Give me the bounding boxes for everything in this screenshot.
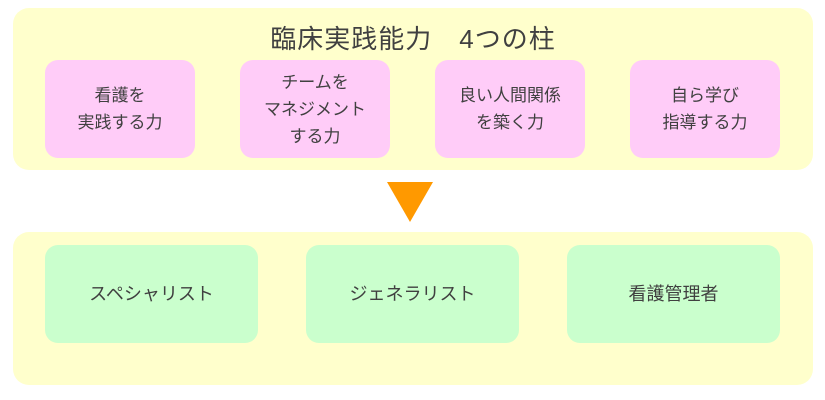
role-box-nurse-manager: 看護管理者	[567, 245, 780, 343]
role-label-generalist: ジェネラリスト	[349, 284, 476, 304]
pillar-row: 看護を 実践する力 チームを マネジメント する力 良い人間関係 を築く力 自ら…	[45, 60, 780, 158]
role-row: スペシャリスト ジェネラリスト 看護管理者	[45, 245, 780, 343]
pillar-label-good-relationships: 良い人間関係 を築く力	[459, 86, 561, 132]
role-box-specialist: スペシャリスト	[45, 245, 258, 343]
role-box-generalist: ジェネラリスト	[306, 245, 519, 343]
pillar-box-team-management: チームを マネジメント する力	[240, 60, 390, 158]
pillar-box-nursing-practice: 看護を 実践する力	[45, 60, 195, 158]
pillar-box-good-relationships: 良い人間関係 を築く力	[435, 60, 585, 158]
down-arrow-icon	[387, 182, 433, 222]
pillar-label-self-learning-teaching: 自ら学び 指導する力	[662, 86, 748, 132]
pillar-box-self-learning-teaching: 自ら学び 指導する力	[630, 60, 780, 158]
pillars-panel: 臨床実践能力 4つの柱 看護を 実践する力 チームを マネジメント する力 良い…	[13, 8, 813, 170]
pillar-label-team-management: チームを マネジメント する力	[264, 72, 366, 146]
diagram-title: 臨床実践能力 4つの柱	[270, 24, 556, 54]
role-label-specialist: スペシャリスト	[89, 284, 214, 304]
roles-panel: スペシャリスト ジェネラリスト 看護管理者	[13, 232, 813, 385]
pillar-label-nursing-practice: 看護を 実践する力	[77, 86, 163, 132]
role-label-nurse-manager: 看護管理者	[628, 284, 719, 304]
